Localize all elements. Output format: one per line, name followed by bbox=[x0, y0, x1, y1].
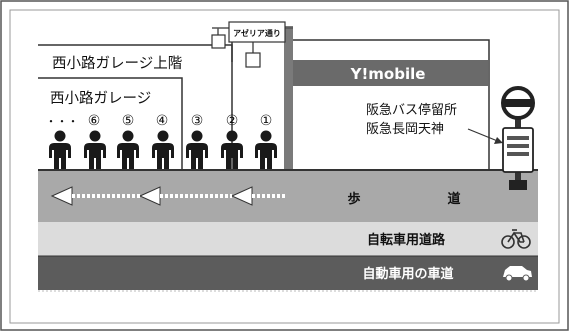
bus-stop-line2: 阪急長岡天神 bbox=[366, 122, 444, 137]
lamp-box-left bbox=[211, 34, 226, 49]
arrow-segment-3 bbox=[230, 186, 286, 206]
car-lane bbox=[38, 256, 538, 290]
bus-stop-sign-icon bbox=[501, 86, 535, 190]
walking-direction-arrows bbox=[50, 186, 286, 206]
bicycle-lane-label: 自転車用道路 bbox=[367, 232, 446, 248]
upper-floor-label: 西小路ガレージ上階 bbox=[52, 55, 182, 72]
sign-pole: アゼリア通り bbox=[211, 21, 293, 178]
car-lane-label: 自動車用の車道 bbox=[362, 266, 453, 282]
person-2 bbox=[221, 130, 243, 170]
queue-position-2: ② bbox=[226, 113, 239, 129]
queue-people bbox=[49, 130, 277, 170]
person-1 bbox=[255, 130, 277, 170]
bus-stop-line1: 阪急バス停留所 bbox=[366, 102, 457, 118]
bus-stop-pointer bbox=[467, 128, 503, 144]
sidewalk-label-left: 歩 bbox=[347, 191, 360, 207]
pole-sign-plate bbox=[228, 21, 286, 43]
queue-position-4: ④ bbox=[156, 113, 169, 129]
lamp-box-right bbox=[245, 52, 261, 68]
queue-ellipsis: ・・・ bbox=[46, 115, 79, 128]
arrow-segment-1 bbox=[50, 186, 140, 206]
garage-upper-building: 西小路ガレージ上階 bbox=[38, 44, 233, 170]
queue-position-6: ⑥ bbox=[88, 113, 101, 129]
person-5 bbox=[117, 130, 139, 170]
car-icon bbox=[503, 266, 532, 282]
person-3 bbox=[186, 130, 208, 170]
queue-position-5: ⑤ bbox=[122, 113, 135, 129]
inner-frame bbox=[9, 9, 560, 324]
person-4 bbox=[152, 130, 174, 170]
queue-position-labels: ・・・ ⑥ ⑤ ④ ③ ② ① bbox=[46, 113, 273, 129]
person-waiting-more bbox=[49, 130, 71, 170]
queue-position-3: ③ bbox=[191, 113, 204, 129]
shop-sign: Y!mobile bbox=[350, 65, 426, 83]
person-6 bbox=[84, 130, 106, 170]
queue-position-1: ① bbox=[260, 113, 273, 129]
bicycle-icon bbox=[501, 229, 531, 249]
sidewalk-label-right: 道 bbox=[447, 191, 460, 207]
sidewalk-lane bbox=[38, 170, 538, 222]
bicycle-lane bbox=[38, 222, 538, 256]
pole-sign-text: アゼリア通り bbox=[233, 28, 281, 38]
garage-label: 西小路ガレージ bbox=[50, 90, 151, 107]
arrow-segment-2 bbox=[138, 186, 232, 206]
